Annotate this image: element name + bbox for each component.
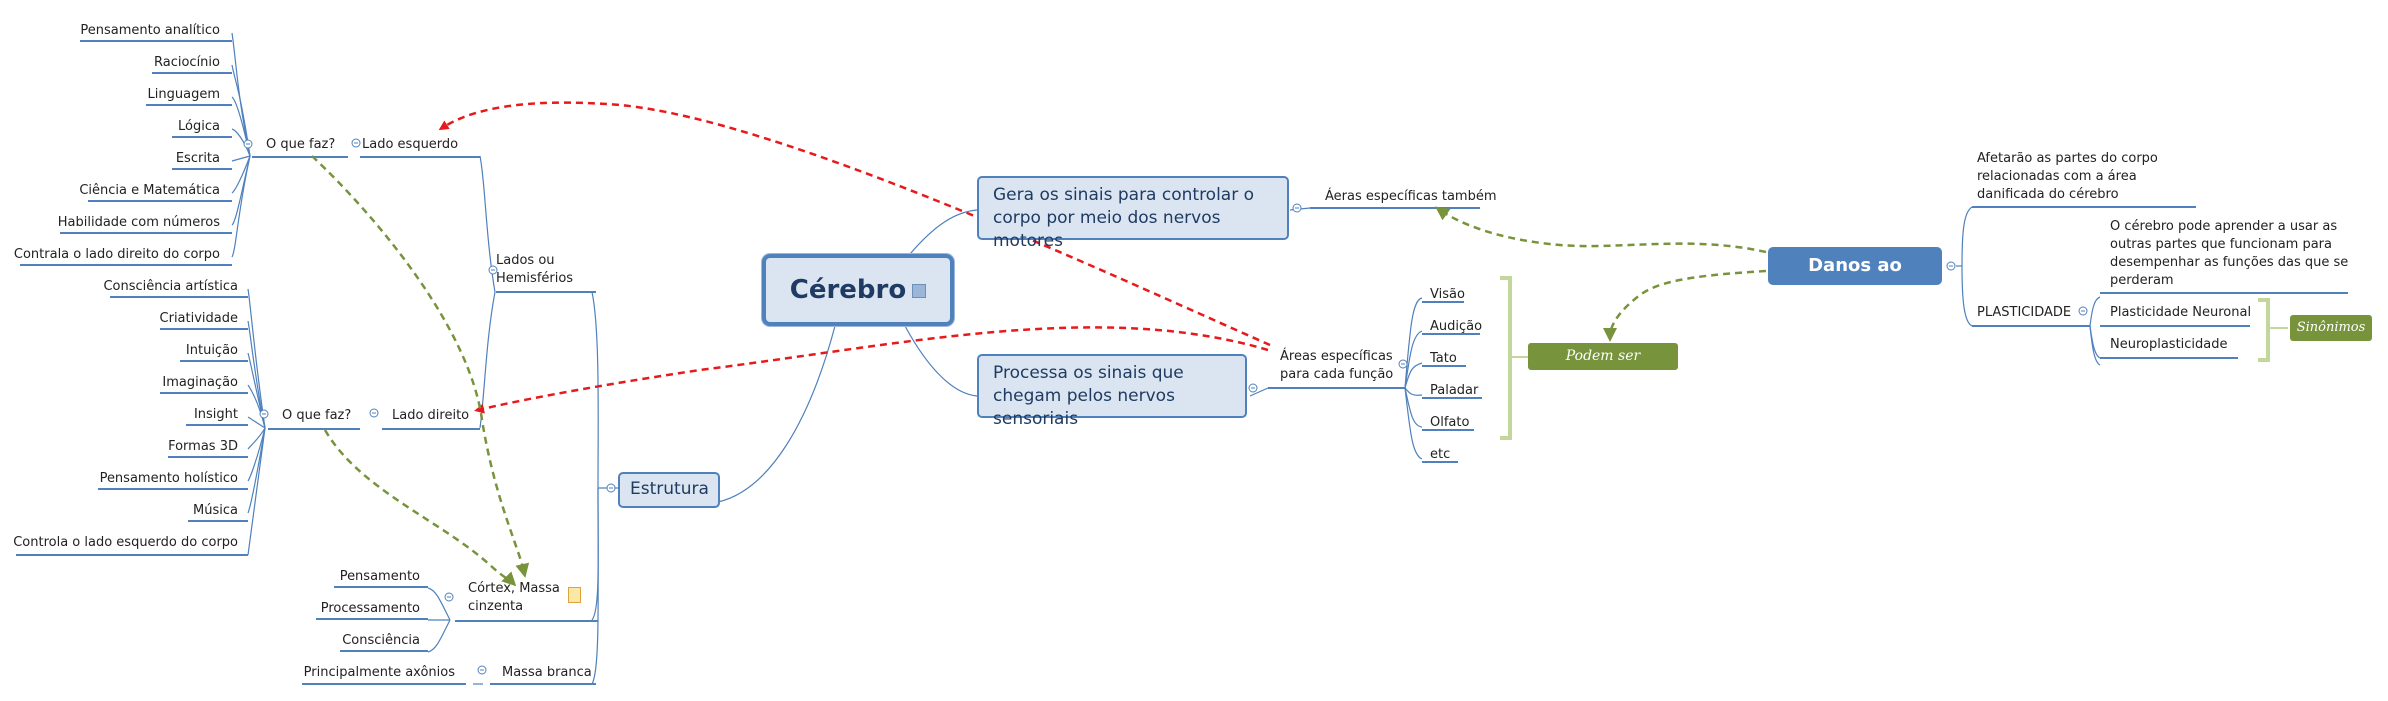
lado-direito-node[interactable]: Lado direito (392, 408, 470, 423)
neuroplasticidade-node[interactable]: Neuroplasticidade (2110, 337, 2228, 352)
aprender-label: O cérebro pode aprender a usar as outras… (2110, 219, 2349, 288)
sense-audicao[interactable]: Audição (1430, 319, 1483, 334)
dir-item-2[interactable]: Intuição (185, 343, 238, 358)
cortex-node[interactable]: Córtex, Massa cinzenta (468, 580, 578, 616)
central-topic-label: Cérebro (789, 275, 907, 305)
massa-branca-node[interactable]: Massa branca (502, 665, 592, 680)
lados-node[interactable]: Lados ou Hemisférios (496, 252, 596, 288)
esq-item-3[interactable]: Lógica (178, 119, 220, 134)
sensorial-child-label: Áreas específicas para cada função (1280, 349, 1394, 382)
dir-item-6[interactable]: Pensamento holístico (99, 471, 238, 486)
sensorial-node[interactable]: Processa os sinais que chegam pelos nerv… (977, 354, 1247, 429)
esq-item-4[interactable]: Escrita (175, 151, 220, 166)
sense-visao[interactable]: Visão (1430, 287, 1465, 302)
motor-child-node[interactable]: Áeras específicas também (1325, 189, 1497, 204)
cortex-item-0[interactable]: Pensamento (339, 569, 420, 584)
sense-etc[interactable]: etc (1430, 447, 1451, 462)
document-icon[interactable] (568, 587, 581, 603)
cortex-item-2[interactable]: Consciência (342, 633, 420, 648)
esq-item-2[interactable]: Linguagem (147, 87, 220, 102)
afetacao-label: Afetarão as partes do corpo relacionadas… (1977, 151, 2158, 202)
dir-item-0[interactable]: Consciência artística (103, 279, 238, 294)
dir-item-1[interactable]: Criatividade (159, 311, 238, 326)
esq-item-6[interactable]: Habilidade com números (57, 215, 220, 230)
esq-item-0[interactable]: Pensamento analítico (80, 23, 220, 38)
dir-item-4[interactable]: Insight (193, 407, 238, 422)
danos-node[interactable]: Danos ao cérebro (1768, 247, 1942, 314)
sense-paladar[interactable]: Paladar (1430, 383, 1479, 398)
esq-item-5[interactable]: Ciência e Matemática (79, 183, 220, 198)
aprender-node[interactable]: O cérebro pode aprender a usar as outras… (2110, 218, 2358, 290)
esq-item-1[interactable]: Raciocínio (154, 55, 220, 70)
plasticidade-neuronal-node[interactable]: Plasticidade Neuronal (2110, 305, 2252, 320)
sense-olfato[interactable]: Olfato (1430, 415, 1470, 430)
cortex-label: Córtex, Massa cinzenta (468, 581, 560, 614)
esquerdo-o-que-faz-node[interactable]: O que faz? (266, 137, 336, 152)
massa-branca-item-0[interactable]: Principalmente axônios (303, 665, 455, 680)
dir-item-8[interactable]: Controla o lado esquerdo do corpo (13, 535, 238, 550)
sensorial-child-node[interactable]: Áreas específicas para cada função (1280, 348, 1398, 384)
central-topic[interactable]: Cérebro (762, 254, 954, 326)
dir-item-3[interactable]: Imaginação (162, 375, 238, 390)
sense-tato[interactable]: Tato (1430, 351, 1457, 366)
note-icon[interactable] (912, 283, 927, 298)
lado-esquerdo-node[interactable]: Lado esquerdo (362, 137, 459, 152)
afetacao-node[interactable]: Afetarão as partes do corpo relacionadas… (1977, 150, 2207, 204)
dir-item-5[interactable]: Formas 3D (168, 439, 238, 454)
plasticidade-node[interactable]: PLASTICIDADE (1977, 305, 2072, 320)
estrutura-node[interactable]: Estrutura (618, 472, 720, 508)
podem-ser-danificados-tag[interactable]: Podem ser danificados (1528, 343, 1678, 391)
direito-o-que-faz-node[interactable]: O que faz? (282, 408, 352, 423)
cortex-item-1[interactable]: Processamento (320, 601, 420, 616)
sinonimos-tag[interactable]: Sinônimos (2290, 315, 2372, 341)
dir-item-7[interactable]: Música (193, 503, 238, 518)
lados-label: Lados ou Hemisférios (496, 253, 574, 286)
motor-node[interactable]: Gera os sinais para controlar o corpo po… (977, 176, 1289, 251)
esq-item-7[interactable]: Contrala o lado direito do corpo (13, 247, 220, 262)
